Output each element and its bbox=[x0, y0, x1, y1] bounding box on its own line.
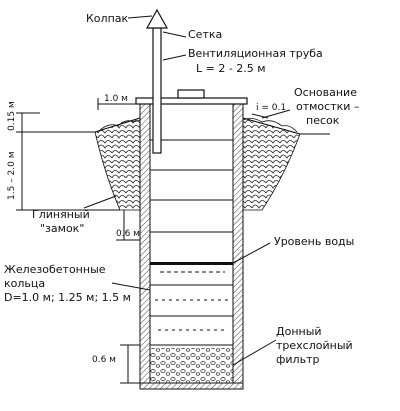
clay-lock-left bbox=[94, 117, 141, 211]
label-clay2: "замок" bbox=[40, 222, 84, 235]
hatch-handle bbox=[177, 89, 205, 99]
label-base-line3: песок bbox=[306, 114, 340, 127]
label-clay: Глиняный bbox=[32, 208, 90, 221]
label-dim-bottom: 0.6 м bbox=[92, 355, 116, 365]
well-wall-left bbox=[139, 102, 151, 384]
label-filter: Донный bbox=[276, 325, 322, 338]
label-slope: i = 0.1 bbox=[256, 103, 286, 113]
label-water: Уровень воды bbox=[274, 235, 354, 248]
label-dim-side: 1.5 – 2.0 м bbox=[7, 152, 17, 201]
label-base-line2: отмостки – bbox=[296, 100, 359, 113]
dimension-lines bbox=[16, 98, 269, 384]
label-rings: Железобетонные bbox=[4, 263, 106, 276]
label-base: Основание bbox=[294, 86, 357, 99]
label-rings3: D=1.0 м; 1.25 м; 1.5 м bbox=[4, 291, 131, 304]
sand-base-right bbox=[242, 118, 298, 133]
leader-lines bbox=[83, 15, 291, 366]
well-bottom bbox=[139, 382, 244, 390]
label-dim-top: 1.0 м bbox=[104, 94, 128, 104]
ventilation-pipe bbox=[145, 8, 169, 154]
clay-lock-right bbox=[242, 117, 301, 211]
well-wall-right bbox=[232, 102, 244, 384]
water bbox=[150, 262, 233, 331]
label-cap: Колпак bbox=[86, 12, 129, 25]
label-mesh: Сетка bbox=[188, 28, 222, 41]
bottom-filter bbox=[150, 348, 233, 383]
label-filter3: фильтр bbox=[276, 353, 319, 366]
label-vent-length: L = 2 - 2.5 м bbox=[196, 62, 266, 75]
cap-icon bbox=[145, 8, 169, 29]
sand-base-left bbox=[99, 119, 141, 131]
label-dim-side-top: 0.15 м bbox=[7, 101, 17, 131]
ring-joints bbox=[150, 139, 233, 346]
label-filter2: трехслойный bbox=[276, 339, 353, 352]
label-rings2: кольца bbox=[4, 277, 45, 290]
label-dim-mid: 0.6 м bbox=[116, 229, 140, 239]
label-vent-pipe: Вентиляционная труба bbox=[188, 47, 323, 60]
